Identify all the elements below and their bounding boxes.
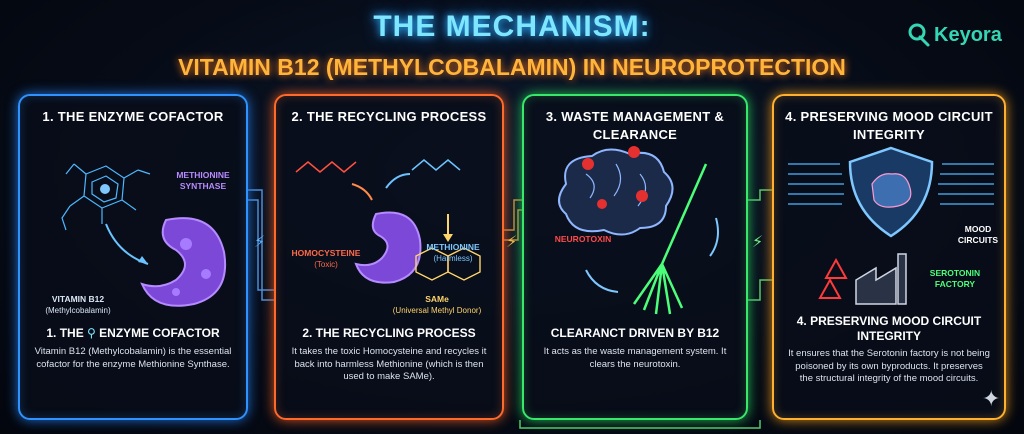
panel-heading: 2. THE RECYCLING PROCESS bbox=[291, 109, 487, 124]
panel-heading: 3. WASTE MANAGEMENT & CLEARANCE bbox=[545, 109, 725, 142]
vitamin-label: VITAMIN B12 (Methylcobalamin) bbox=[45, 294, 111, 315]
key-icon: ⚲ bbox=[87, 326, 100, 340]
keyora-logo-icon bbox=[908, 23, 930, 47]
b12-molecule-icon bbox=[61, 163, 227, 307]
warning-icon bbox=[818, 257, 848, 299]
same-label: SAMe (Universal Methyl Donor) bbox=[392, 294, 482, 315]
panel-enzyme-cofactor: 1. THE ENZYME COFACTOR METHIONINE SYNTHA… bbox=[18, 94, 248, 420]
panel-mood-circuit: 4. PRESERVING MOOD CIRCUIT INTEGRITY MOO… bbox=[772, 94, 1006, 420]
panel-heading: 1. THE ENZYME COFACTOR bbox=[42, 109, 224, 124]
enzyme-label: METHIONINE SYNTHASE bbox=[176, 170, 230, 191]
brand-logo: Keyora bbox=[906, 22, 1002, 48]
panel-body: Vitamin B12 (Methylcobalamin) is the ess… bbox=[34, 346, 232, 370]
lightning-icon: ⚡ bbox=[506, 234, 518, 251]
page-title: THE MECHANISM: bbox=[373, 10, 651, 43]
panel-subheading: 4. PRESERVING MOOD CIRCUIT INTEGRITY bbox=[796, 314, 982, 343]
panel-subheading: CLEARANCT DRIVEN BY B12 bbox=[550, 326, 720, 340]
page-subtitle: VITAMIN B12 (METHYLCOBALAMIN) IN NEUROPR… bbox=[178, 54, 846, 80]
neurotoxin-icon bbox=[582, 146, 648, 209]
neurotoxin-label: NEUROTOXIN bbox=[554, 234, 612, 244]
panel-body: It ensures that the Serotonin factory is… bbox=[788, 348, 990, 384]
panel-body: It takes the toxic Homocysteine and recy… bbox=[291, 346, 487, 382]
illustration: METHIONINE SYNTHASE VITAMIN B12 (Methylc… bbox=[26, 144, 240, 324]
recycling-diagram bbox=[295, 159, 481, 284]
factory-icon bbox=[855, 253, 907, 305]
illustration: HOMOCYSTEINE (Toxic) METHIONINE (Harmles… bbox=[282, 144, 496, 324]
enzyme-icon bbox=[354, 211, 422, 284]
panel-body: It acts as the waste management system. … bbox=[543, 346, 727, 370]
homocysteine-label: HOMOCYSTEINE (Toxic) bbox=[291, 248, 361, 269]
illustration: NEUROTOXIN bbox=[530, 144, 740, 324]
mood-circuits-label: MOOD CIRCUITS bbox=[957, 224, 999, 245]
broom-icon bbox=[632, 163, 708, 315]
lightning-icon: ⚡ bbox=[752, 234, 764, 251]
circuit-lines bbox=[788, 163, 994, 205]
panel-subheading: 2. THE RECYCLING PROCESS bbox=[302, 326, 476, 340]
enzyme-icon bbox=[140, 217, 227, 307]
panel-subheading: 1. THE ⚲ ENZYME COFACTOR bbox=[46, 326, 220, 340]
panel-recycling-process: 2. THE RECYCLING PROCESS HOMOCYSTEINE (T… bbox=[274, 94, 504, 420]
methionine-label: METHIONINE (Harmless) bbox=[426, 242, 480, 263]
serotonin-factory-label: SEROTONIN FACTORY bbox=[929, 268, 981, 289]
illustration: MOOD CIRCUITS SEROTONIN FACTORY bbox=[780, 144, 998, 324]
brain-icon bbox=[558, 148, 674, 236]
panel-heading: 4. PRESERVING MOOD CIRCUIT INTEGRITY bbox=[785, 109, 993, 142]
same-molecule-icon bbox=[415, 247, 481, 281]
brand-name: Keyora bbox=[934, 23, 1002, 46]
shield-icon bbox=[848, 146, 934, 238]
lightning-icon: ⚡ bbox=[254, 234, 266, 251]
sparkle-icon: ✦ bbox=[982, 386, 1001, 411]
panel-waste-management: 3. WASTE MANAGEMENT & CLEARANCE NEUROTOX… bbox=[522, 94, 748, 420]
